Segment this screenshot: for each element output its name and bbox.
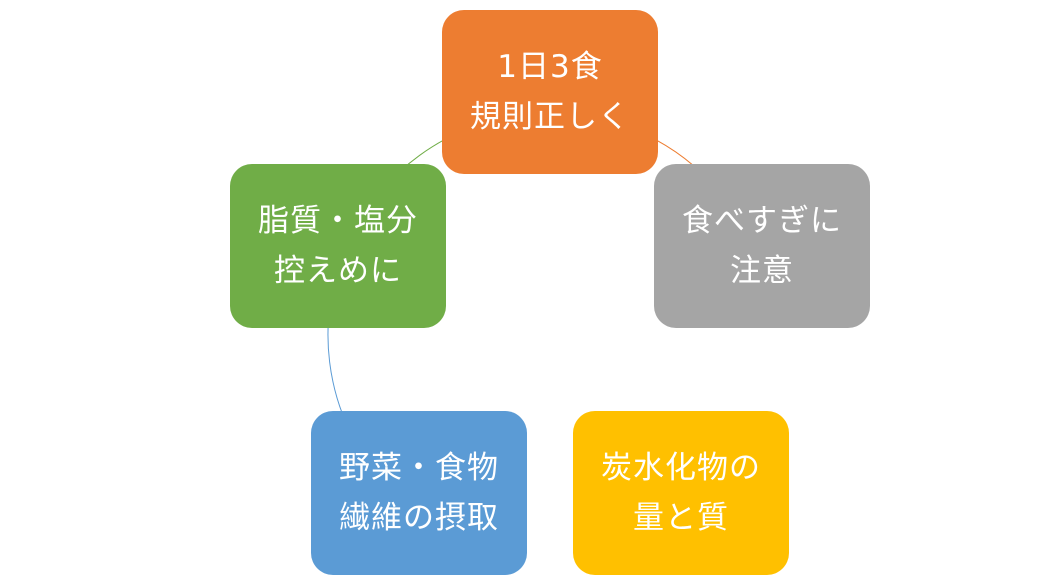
node-vegetables-fiber: 野菜・食物 繊維の摂取	[311, 411, 527, 575]
node-fat-salt: 脂質・塩分 控えめに	[230, 164, 446, 328]
node-avoid-overeating: 食べすぎに 注意	[654, 164, 870, 328]
node-avoid-overeating-line-1: 食べすぎに	[682, 203, 842, 239]
node-fat-salt-line-1: 脂質・塩分	[258, 203, 418, 239]
node-vegetables-fiber-line-2: 繊維の摂取	[339, 500, 499, 536]
node-carbohydrates: 炭水化物の 量と質	[573, 411, 789, 575]
node-regular-meals-line-2: 規則正しく	[470, 99, 630, 135]
node-carbohydrates-line-1: 炭水化物の	[601, 450, 761, 486]
node-regular-meals: 1日3食 規則正しく	[442, 10, 658, 174]
node-fat-salt-line-2: 控えめに	[274, 253, 402, 289]
node-avoid-overeating-line-2: 注意	[730, 253, 794, 289]
node-regular-meals-line-1: 1日3食	[497, 49, 603, 85]
node-vegetables-fiber-line-1: 野菜・食物	[339, 450, 499, 486]
node-carbohydrates-line-2: 量と質	[633, 500, 729, 536]
